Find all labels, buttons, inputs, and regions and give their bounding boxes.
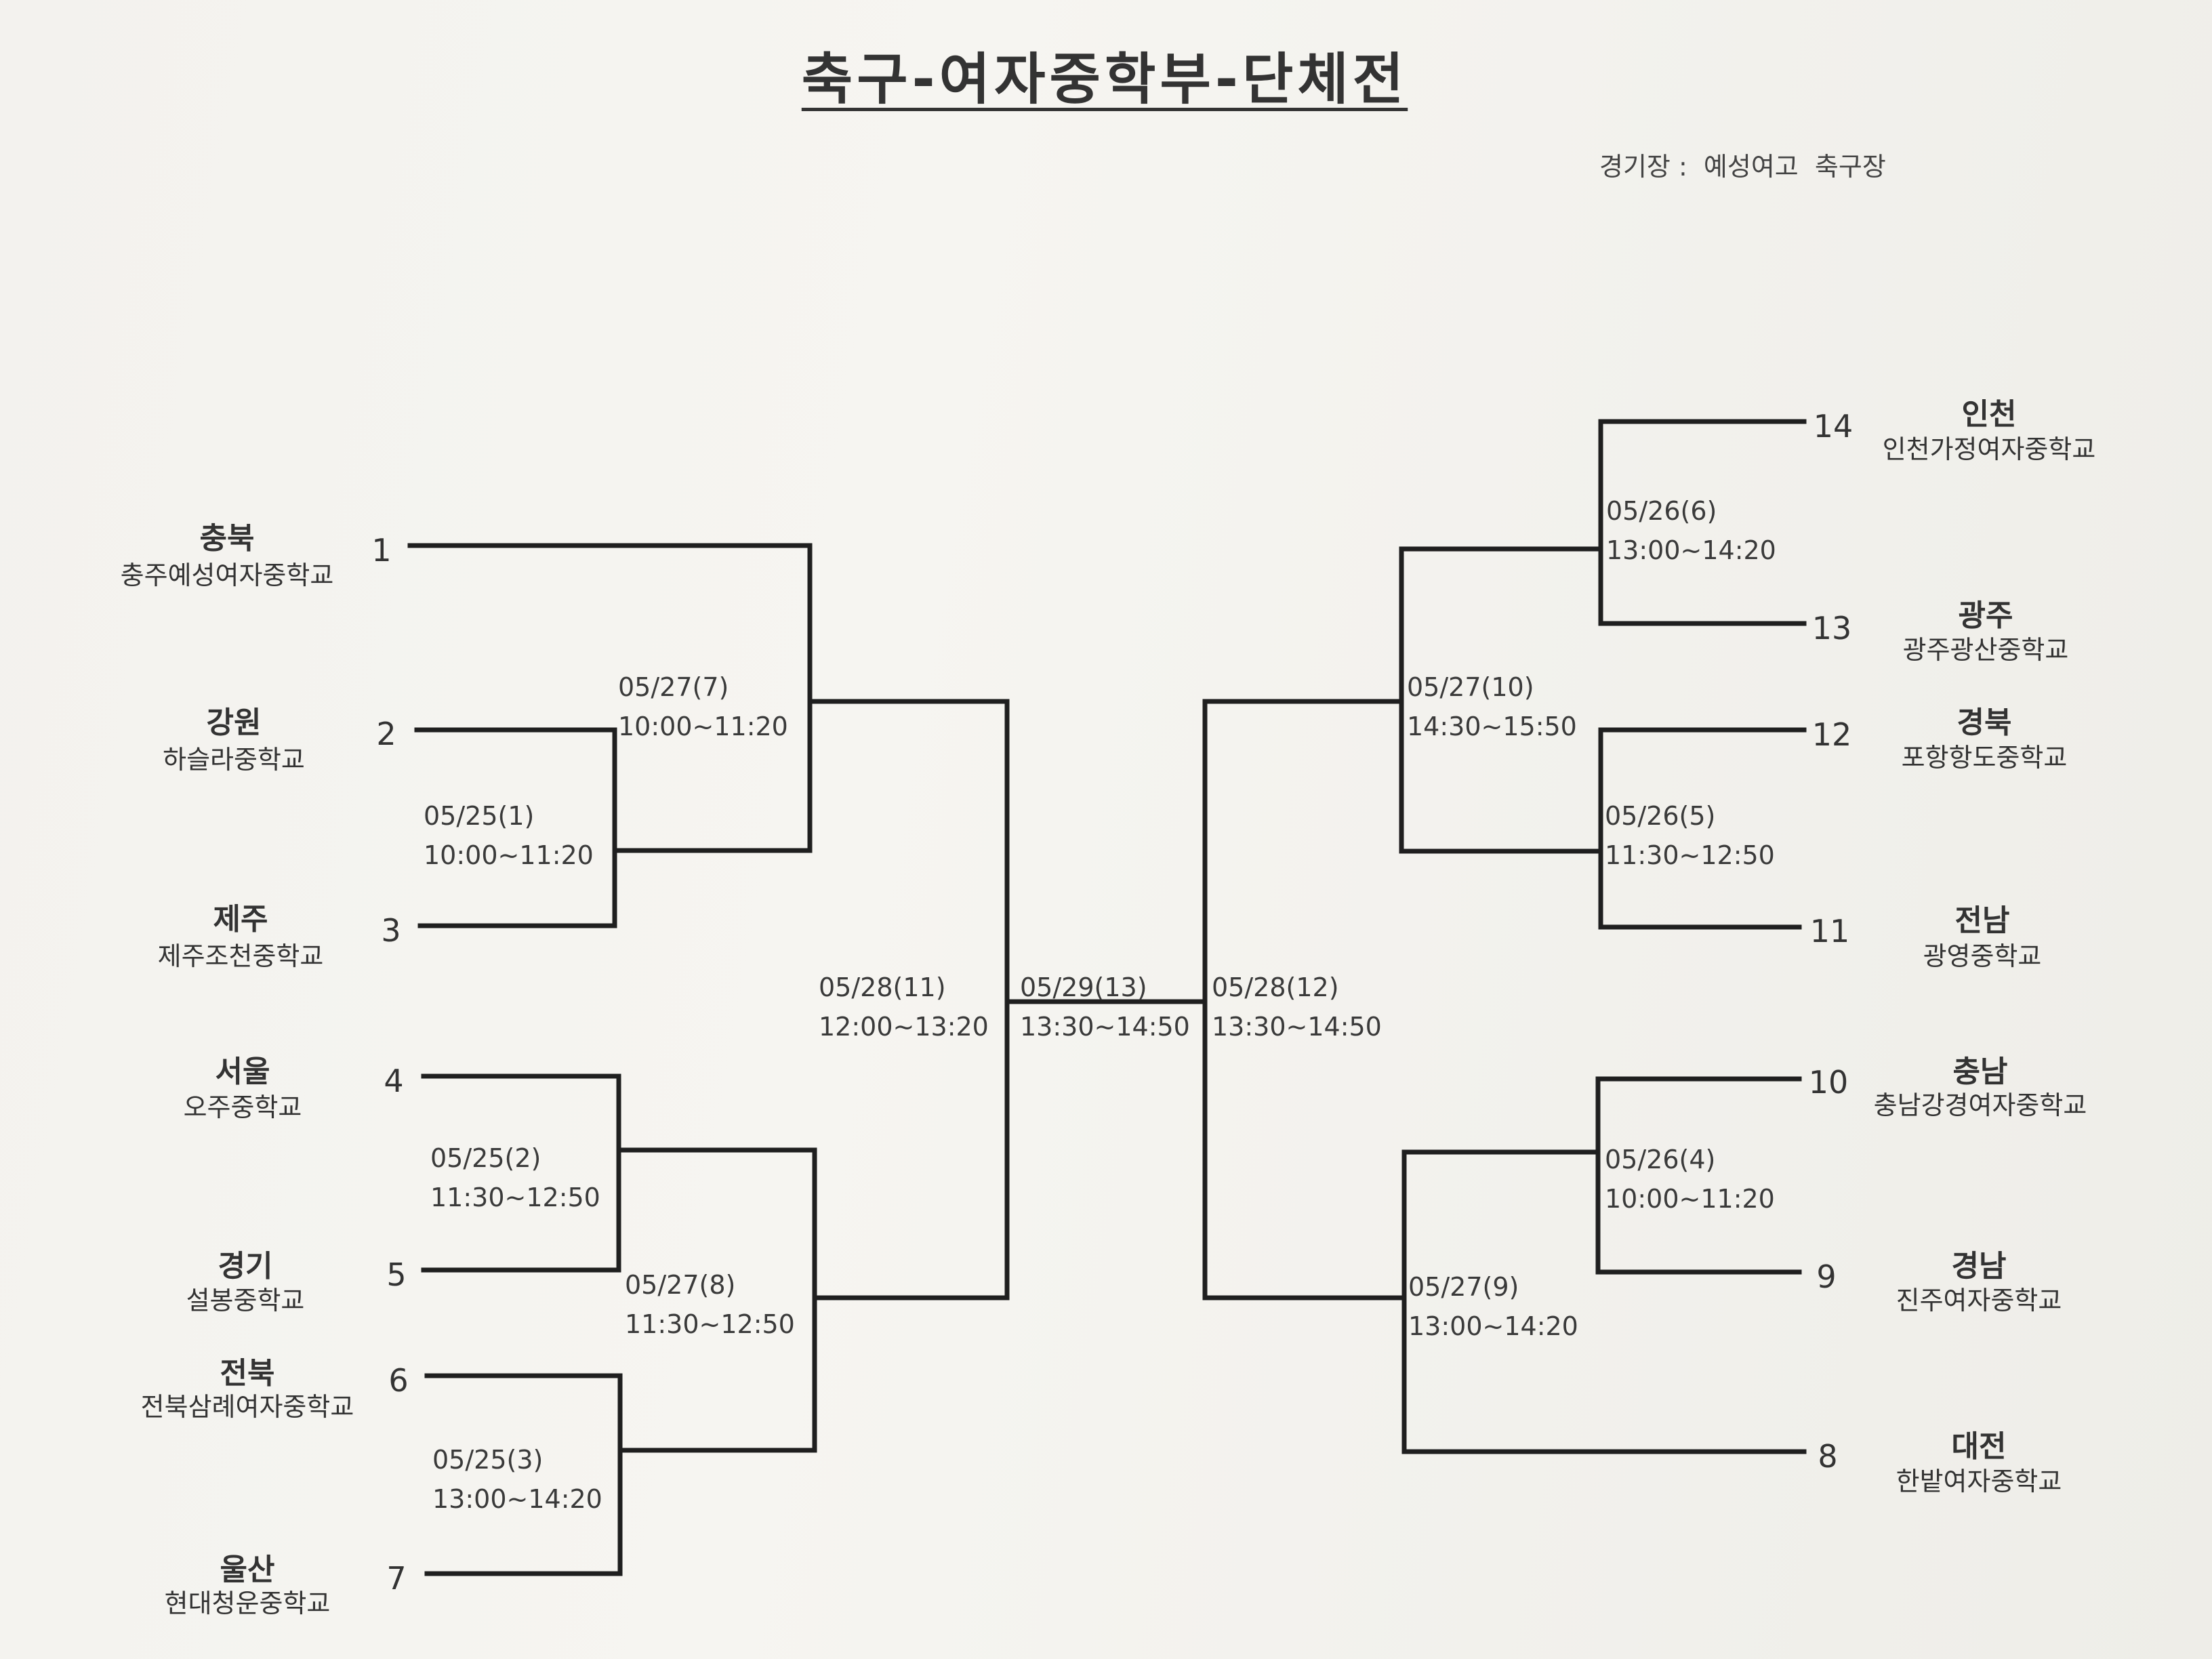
match-12-date: 05/28(12) (1212, 972, 1339, 1002)
team-5-school: 설봉중학교 (186, 1286, 305, 1315)
team-14-seed: 14 (1813, 408, 1853, 445)
match-3-time: 13:00~14:20 (432, 1484, 602, 1514)
team-14-region: 인천 (1961, 397, 2017, 432)
match-1-label: 05/25(1) 10:00~11:20 (424, 796, 594, 875)
line-match-1 (612, 699, 813, 853)
match-7-time: 10:00~11:20 (618, 712, 788, 741)
match-8-time: 11:30~12:50 (625, 1309, 795, 1339)
match-11-time: 12:00~13:20 (819, 1012, 989, 1042)
match-5-date: 05/26(5) (1605, 801, 1716, 831)
team-8-school: 한밭여자중학교 (1896, 1467, 2062, 1496)
match-2-label: 05/25(2) 11:30~12:50 (430, 1139, 600, 1217)
match-13-date: 05/29(13) (1020, 972, 1147, 1002)
match-6-date: 05/26(6) (1606, 496, 1717, 526)
team-2-school: 하슬라중학교 (163, 745, 305, 775)
match-6-label: 05/26(6) 13:00~14:20 (1606, 491, 1776, 570)
team-9-school: 진주여자중학교 (1896, 1286, 2062, 1315)
team-3-school: 제주조천중학교 (157, 941, 324, 971)
team-5-region: 경기 (218, 1249, 273, 1284)
team-14-school: 인천가정여자중학교 (1882, 434, 2096, 464)
line-match-3 (617, 1295, 817, 1453)
venue-label: 경기장 : 예성여고 축구장 (1599, 152, 1886, 182)
match-5-label: 05/26(5) 11:30~12:50 (1605, 796, 1775, 875)
team-2-seed: 2 (376, 716, 396, 752)
team-10-seed: 10 (1808, 1064, 1849, 1101)
match-7-date: 05/27(7) (618, 672, 729, 702)
team-11-school: 광영중학교 (1923, 941, 2042, 971)
team-5-seed: 5 (386, 1256, 407, 1293)
match-4-label: 05/26(4) 10:00~11:20 (1605, 1140, 1775, 1218)
match-2-time: 11:30~12:50 (430, 1183, 600, 1212)
team-7-seed: 7 (386, 1560, 407, 1597)
team-12-seed: 12 (1811, 716, 1852, 753)
match-10-time: 14:30~15:50 (1407, 712, 1577, 741)
match-13-label: 05/29(13) 13:30~14:50 (1020, 968, 1190, 1046)
match-4-time: 10:00~11:20 (1605, 1184, 1775, 1214)
team-6-region: 전북 (220, 1356, 275, 1391)
team-1-seed: 1 (371, 532, 392, 569)
line-team-10 (1595, 1076, 1802, 1275)
match-4-date: 05/26(4) (1605, 1145, 1716, 1174)
match-12-label: 05/28(12) 13:30~14:50 (1212, 968, 1382, 1046)
team-12-region: 경북 (1957, 705, 2012, 740)
team-3-region: 제주 (213, 902, 268, 937)
line-team-4 (421, 1073, 621, 1273)
team-1-region: 충북 (199, 521, 255, 556)
line-team-12 (1598, 727, 1807, 930)
match-5-time: 11:30~12:50 (1605, 840, 1775, 870)
team-13-school: 광주광산중학교 (1902, 635, 2069, 665)
match-1-date: 05/25(1) (424, 801, 535, 831)
team-7-region: 울산 (220, 1553, 275, 1587)
match-12-time: 13:30~14:50 (1212, 1012, 1382, 1042)
line-match-2 (616, 1147, 1006, 1300)
match-6-time: 13:00~14:20 (1606, 535, 1776, 565)
team-10-school: 충남강경여자중학교 (1873, 1090, 2087, 1120)
team-10-region: 충남 (1952, 1054, 2008, 1089)
match-11-date: 05/28(11) (819, 972, 946, 1002)
team-8-region: 대전 (1951, 1429, 2007, 1464)
team-11-region: 전남 (1954, 903, 2010, 938)
match-10-date: 05/27(10) (1407, 672, 1534, 702)
match-8-label: 05/27(8) 11:30~12:50 (625, 1265, 795, 1344)
line-match-4 (1401, 1149, 1807, 1454)
team-6-school: 전북삼례여자중학교 (140, 1392, 354, 1422)
team-1-school: 충주예성여자중학교 (120, 560, 334, 590)
team-7-school: 현대청운중학교 (164, 1589, 331, 1618)
team-8-seed: 8 (1818, 1438, 1838, 1475)
line-team-2 (414, 727, 617, 928)
match-9-date: 05/27(9) (1408, 1272, 1519, 1302)
line-team-14 (1598, 419, 1807, 626)
team-9-seed: 9 (1816, 1258, 1837, 1295)
line-team-6 (424, 1373, 623, 1576)
match-1-time: 10:00~11:20 (424, 840, 594, 870)
match-9-label: 05/27(9) 13:00~14:20 (1408, 1267, 1578, 1346)
team-2-region: 강원 (206, 705, 262, 740)
match-3-date: 05/25(3) (432, 1445, 544, 1475)
team-4-seed: 4 (384, 1063, 404, 1099)
team-4-region: 서울 (215, 1054, 270, 1089)
team-3-seed: 3 (381, 912, 401, 949)
team-4-school: 오주중학교 (183, 1092, 302, 1122)
match-11-label: 05/28(11) 12:00~13:20 (819, 968, 989, 1046)
page-title: 축구-여자중학부-단체전 (801, 47, 1408, 112)
line-match-12 (1202, 699, 1404, 1300)
team-9-region: 경남 (1951, 1249, 2007, 1284)
match-9-time: 13:00~14:20 (1408, 1311, 1578, 1341)
team-13-region: 광주 (1958, 598, 2013, 633)
line-team-1 (407, 543, 1006, 704)
team-13-seed: 13 (1811, 610, 1852, 647)
match-8-date: 05/27(8) (625, 1270, 736, 1300)
team-6-seed: 6 (388, 1362, 409, 1399)
match-7-label: 05/27(7) 10:00~11:20 (618, 668, 788, 746)
match-2-date: 05/25(2) (430, 1143, 541, 1173)
team-11-seed: 11 (1809, 913, 1850, 949)
match-3-label: 05/25(3) 13:00~14:20 (432, 1440, 602, 1519)
match-13-time: 13:30~14:50 (1020, 1012, 1190, 1042)
match-10-label: 05/27(10) 14:30~15:50 (1407, 668, 1577, 746)
team-12-school: 포항항도중학교 (1901, 743, 2068, 773)
